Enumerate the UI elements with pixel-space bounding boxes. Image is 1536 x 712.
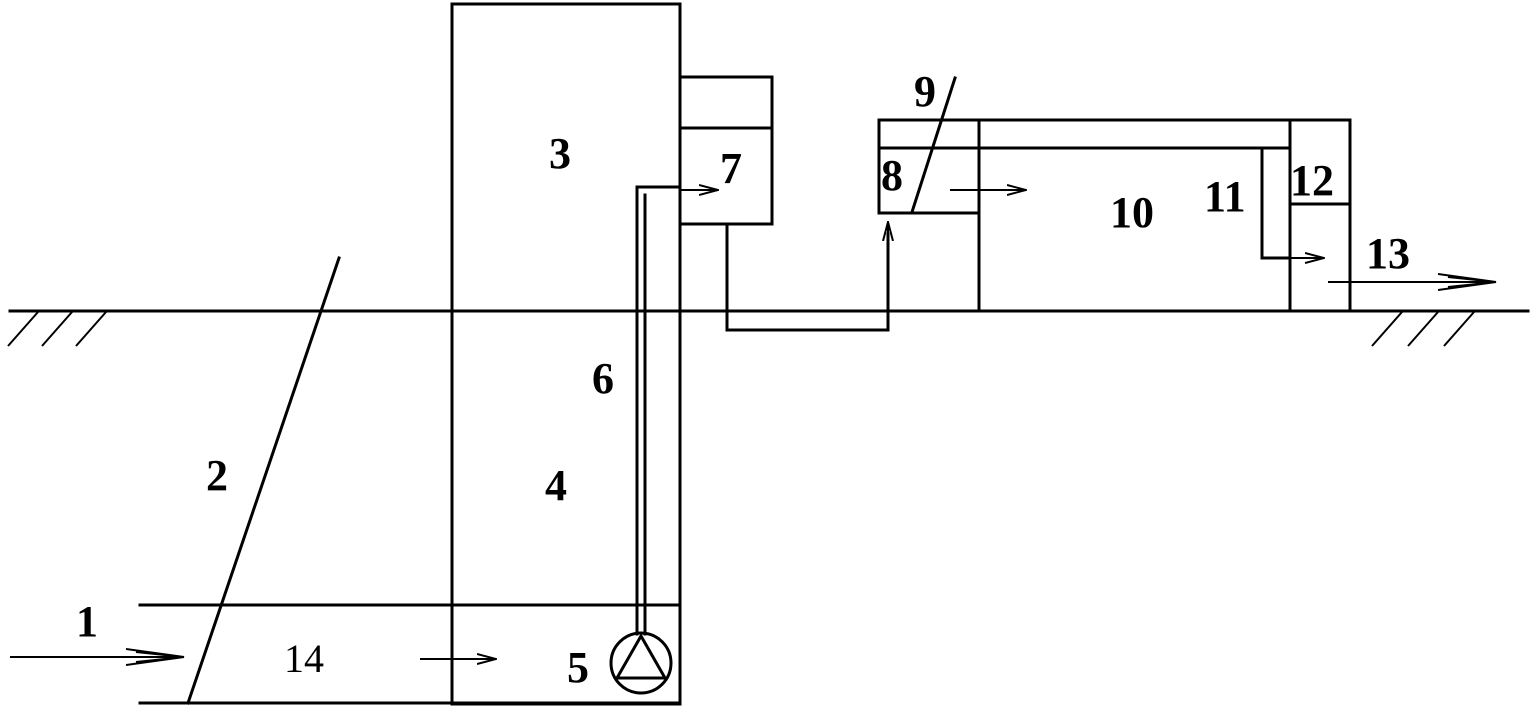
label-4: 4 [545, 461, 567, 510]
label-3: 3 [549, 129, 571, 178]
label-6: 6 [592, 354, 614, 403]
baffle-11 [1260, 146, 1292, 260]
tank-10 [977, 118, 1292, 150]
chamber-8 [877, 118, 981, 215]
label-7: 7 [720, 144, 742, 193]
label-1: 1 [76, 597, 98, 646]
label-10: 10 [1110, 188, 1154, 237]
label-12: 12 [1290, 156, 1334, 205]
connecting-pipe [725, 222, 890, 332]
diagonal-9 [910, 76, 957, 214]
chamber-12 [1288, 118, 1352, 313]
label-13: 13 [1366, 229, 1410, 278]
label-11: 11 [1204, 172, 1246, 221]
inlet-channel [138, 603, 682, 705]
label-2: 2 [206, 451, 228, 500]
bar-screen [186, 256, 341, 705]
label-5: 5 [567, 643, 589, 692]
ground-hatch-right [1371, 311, 1475, 347]
label-8: 8 [881, 151, 903, 200]
ground-hatch-left [7, 311, 107, 347]
riser-pipe [635, 185, 682, 636]
pump-icon [609, 631, 673, 695]
label-14: 14 [284, 636, 324, 681]
label-9: 9 [914, 67, 936, 116]
